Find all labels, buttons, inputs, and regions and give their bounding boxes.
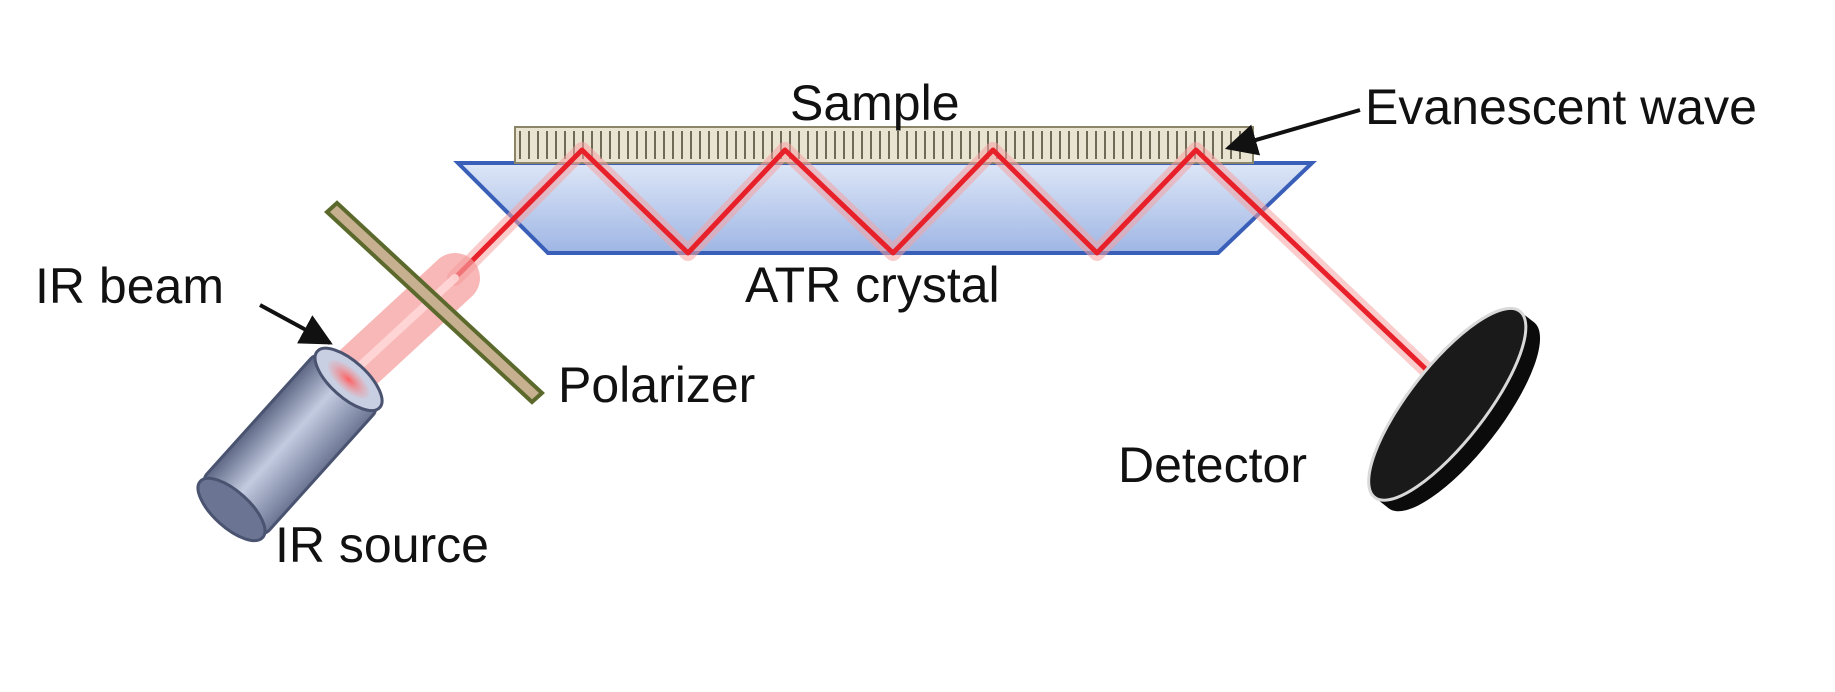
atr-crystal-label: ATR crystal (745, 257, 1000, 313)
polarizer-label: Polarizer (558, 357, 755, 413)
evanescent-wave-label: Evanescent wave (1365, 79, 1757, 135)
sample-label: Sample (790, 75, 960, 131)
sample-layer (514, 126, 1254, 164)
ir-beam-label: IR beam (35, 258, 224, 314)
detector-disk (1367, 306, 1541, 512)
ir-source-label: IR source (275, 517, 489, 573)
ir-source-cylinder (196, 346, 384, 543)
evanescent-wave-arrow (1224, 108, 1361, 156)
ir-beam-arrow (259, 303, 333, 345)
polarizer-plate (324, 200, 545, 405)
detector-label: Detector (1118, 437, 1307, 493)
